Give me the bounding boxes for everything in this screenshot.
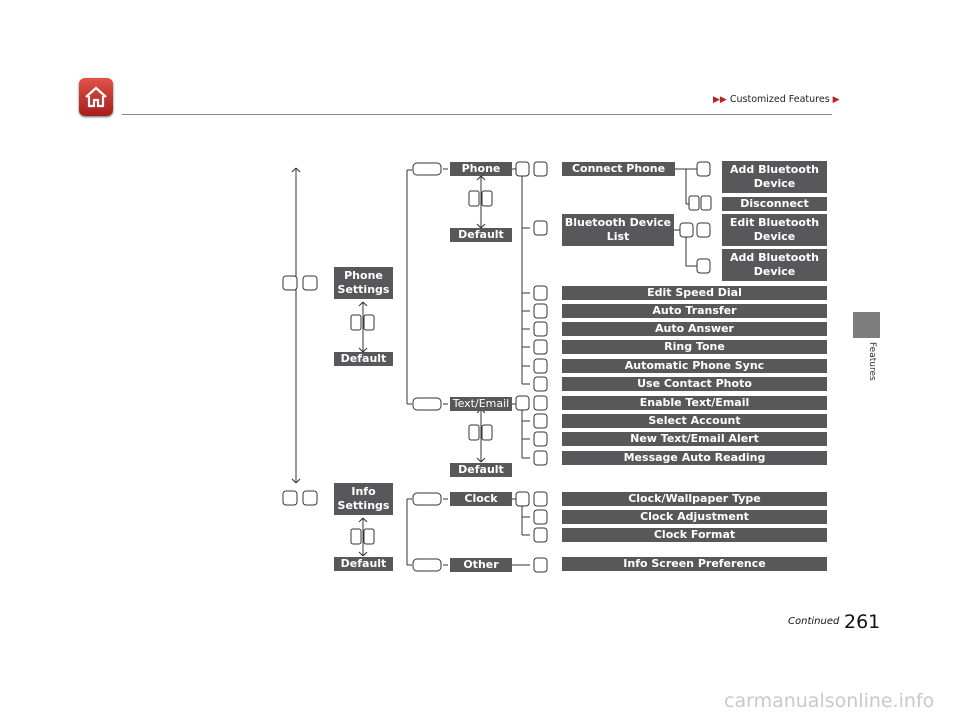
- menu-add-bluetooth-device-2[interactable]: Add Bluetooth Device: [722, 249, 827, 281]
- menu-other[interactable]: Other: [450, 558, 512, 572]
- menu-connect-phone[interactable]: Connect Phone: [562, 162, 675, 176]
- menu-new-text-email-alert[interactable]: New Text/Email Alert: [562, 432, 827, 446]
- breadcrumb-arrow-icon: ▶▶: [713, 95, 727, 105]
- continued-label: Continued: [788, 616, 840, 627]
- menu-select-account[interactable]: Select Account: [562, 414, 827, 428]
- page-number: 261: [844, 611, 881, 633]
- menu-ring-tone[interactable]: Ring Tone: [562, 340, 827, 354]
- menu-text-email-default[interactable]: Default: [450, 463, 512, 477]
- menu-auto-transfer[interactable]: Auto Transfer: [562, 304, 827, 318]
- menu-phone[interactable]: Phone: [450, 162, 512, 176]
- menu-enable-text-email[interactable]: Enable Text/Email: [562, 396, 827, 410]
- section-tab[interactable]: [853, 312, 880, 338]
- section-tab-label: Features: [867, 342, 877, 381]
- home-icon: [85, 86, 107, 108]
- header-rule: [122, 114, 832, 115]
- watermark: carmanualsonline.info: [724, 690, 935, 712]
- menu-clock[interactable]: Clock: [450, 492, 512, 506]
- menu-automatic-phone-sync[interactable]: Automatic Phone Sync: [562, 359, 827, 373]
- menu-text-email[interactable]: Text/Email: [450, 397, 512, 411]
- menu-phone-default[interactable]: Default: [450, 228, 512, 242]
- breadcrumb-arrow-icon: ▶: [832, 95, 840, 105]
- menu-phone-settings[interactable]: Phone Settings: [334, 267, 393, 299]
- menu-disconnect[interactable]: Disconnect: [722, 197, 827, 211]
- menu-clock-adjustment[interactable]: Clock Adjustment: [562, 510, 827, 524]
- menu-clock-format[interactable]: Clock Format: [562, 528, 827, 542]
- breadcrumb-label: Customized Features: [729, 94, 830, 105]
- menu-info-settings-default[interactable]: Default: [334, 557, 393, 571]
- menu-edit-bluetooth-device[interactable]: Edit Bluetooth Device: [722, 214, 827, 246]
- menu-bluetooth-device-list[interactable]: Bluetooth Device List: [562, 214, 674, 246]
- menu-add-bluetooth-device[interactable]: Add Bluetooth Device: [722, 161, 827, 193]
- menu-use-contact-photo[interactable]: Use Contact Photo: [562, 377, 827, 391]
- menu-info-screen-preference[interactable]: Info Screen Preference: [562, 557, 827, 571]
- menu-phone-settings-default[interactable]: Default: [334, 352, 393, 366]
- home-button[interactable]: [79, 78, 113, 116]
- menu-clock-wallpaper-type[interactable]: Clock/Wallpaper Type: [562, 492, 827, 506]
- breadcrumb[interactable]: ▶▶ Customized Features ▶: [713, 94, 840, 105]
- menu-auto-answer[interactable]: Auto Answer: [562, 322, 827, 336]
- menu-info-settings[interactable]: Info Settings: [334, 483, 393, 515]
- menu-message-auto-reading[interactable]: Message Auto Reading: [562, 451, 827, 465]
- menu-edit-speed-dial[interactable]: Edit Speed Dial: [562, 286, 827, 300]
